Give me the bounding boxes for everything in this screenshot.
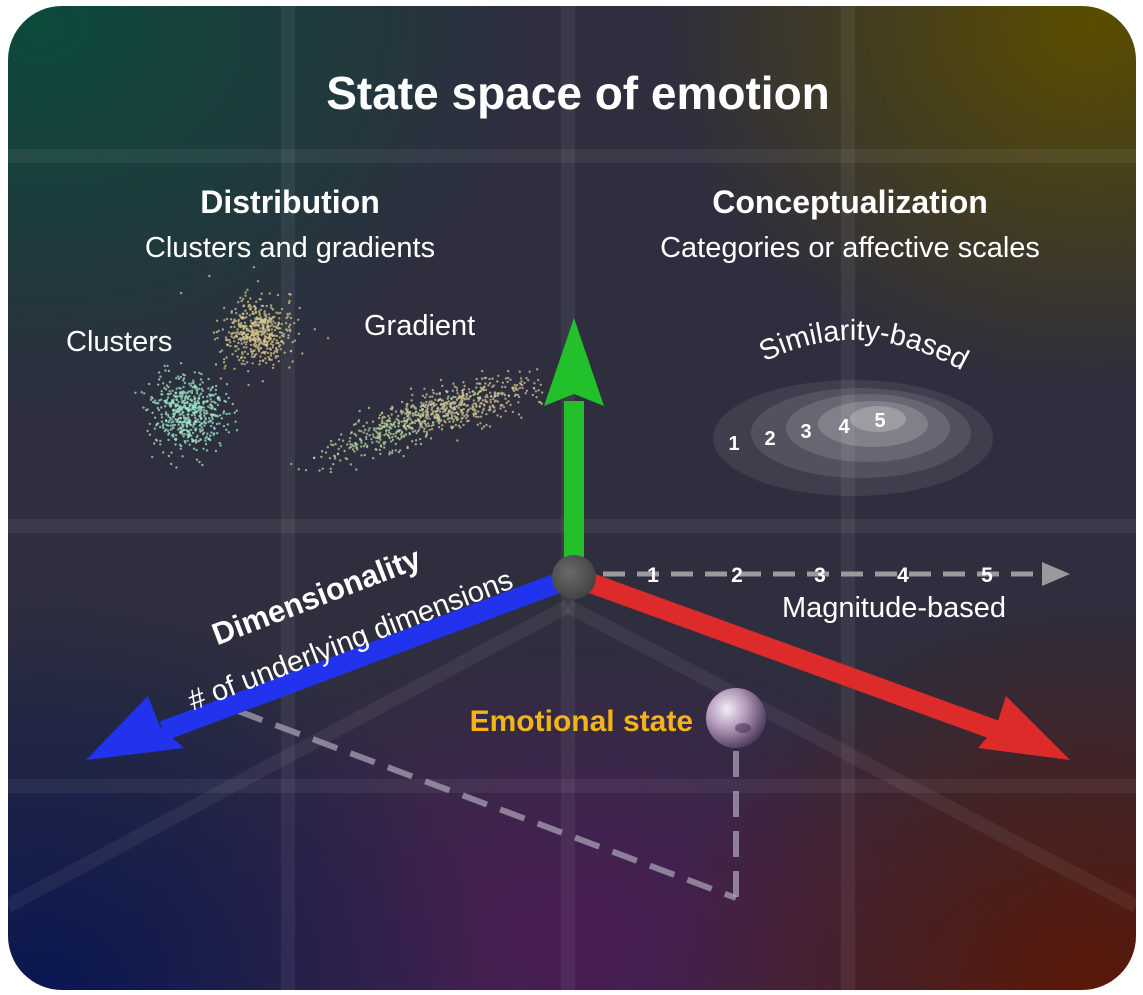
magnitude-ticks: 1 2 3 4 5 [647,564,993,587]
distribution-subheading: Clusters and gradients [145,232,435,264]
magnitude-tick-5: 5 [981,564,993,587]
magnitude-tick-2: 2 [731,564,743,587]
similarity-level-5: 5 [874,410,885,432]
conceptualization-heading: Conceptualization [712,184,988,220]
gradient-cloud-right [359,366,582,442]
gradient-cloud-left [290,368,539,474]
similarity-level-2: 2 [764,428,775,450]
diagram-title: State space of emotion [326,67,830,119]
right-axis [570,567,1070,760]
cluster-bottom [134,362,239,469]
magnitude-tick-1: 1 [647,564,659,587]
vertical-axis-arrowhead [544,318,604,406]
gradient-label: Gradient [364,310,475,342]
state-space-diagram: State space of emotion Distribution Clus… [8,6,1136,990]
origin-node [552,555,596,599]
similarity-level-3: 3 [800,421,811,443]
magnitude-arrowhead [1042,562,1070,586]
cluster-top [179,266,330,387]
magnitude-tick-4: 4 [897,564,909,587]
conceptualization-subheading: Categories or affective scales [660,232,1040,264]
emotional-state-sphere [706,688,766,748]
similarity-label: Similarity-based [754,315,973,377]
similarity-level-1: 1 [728,433,739,455]
distribution-dots [134,266,582,474]
magnitude-scale [603,562,1070,586]
left-axis [86,567,578,760]
magnitude-tick-3: 3 [814,564,826,587]
emotional-state-label: Emotional state [470,705,693,738]
distribution-heading: Distribution [200,184,380,220]
magnitude-label: Magnitude-based [782,592,1006,624]
right-axis-arrowhead [978,696,1070,760]
similarity-level-4: 4 [838,416,850,438]
left-axis-arrowhead [86,696,184,760]
clusters-label: Clusters [66,326,172,358]
projection-lines [236,708,739,901]
diagram-card: State space of emotion Distribution Clus… [8,6,1136,990]
similarity-levels: 1 2 3 4 5 [728,410,885,455]
similarity-ellipses [713,380,993,496]
vertical-axis [544,318,604,574]
